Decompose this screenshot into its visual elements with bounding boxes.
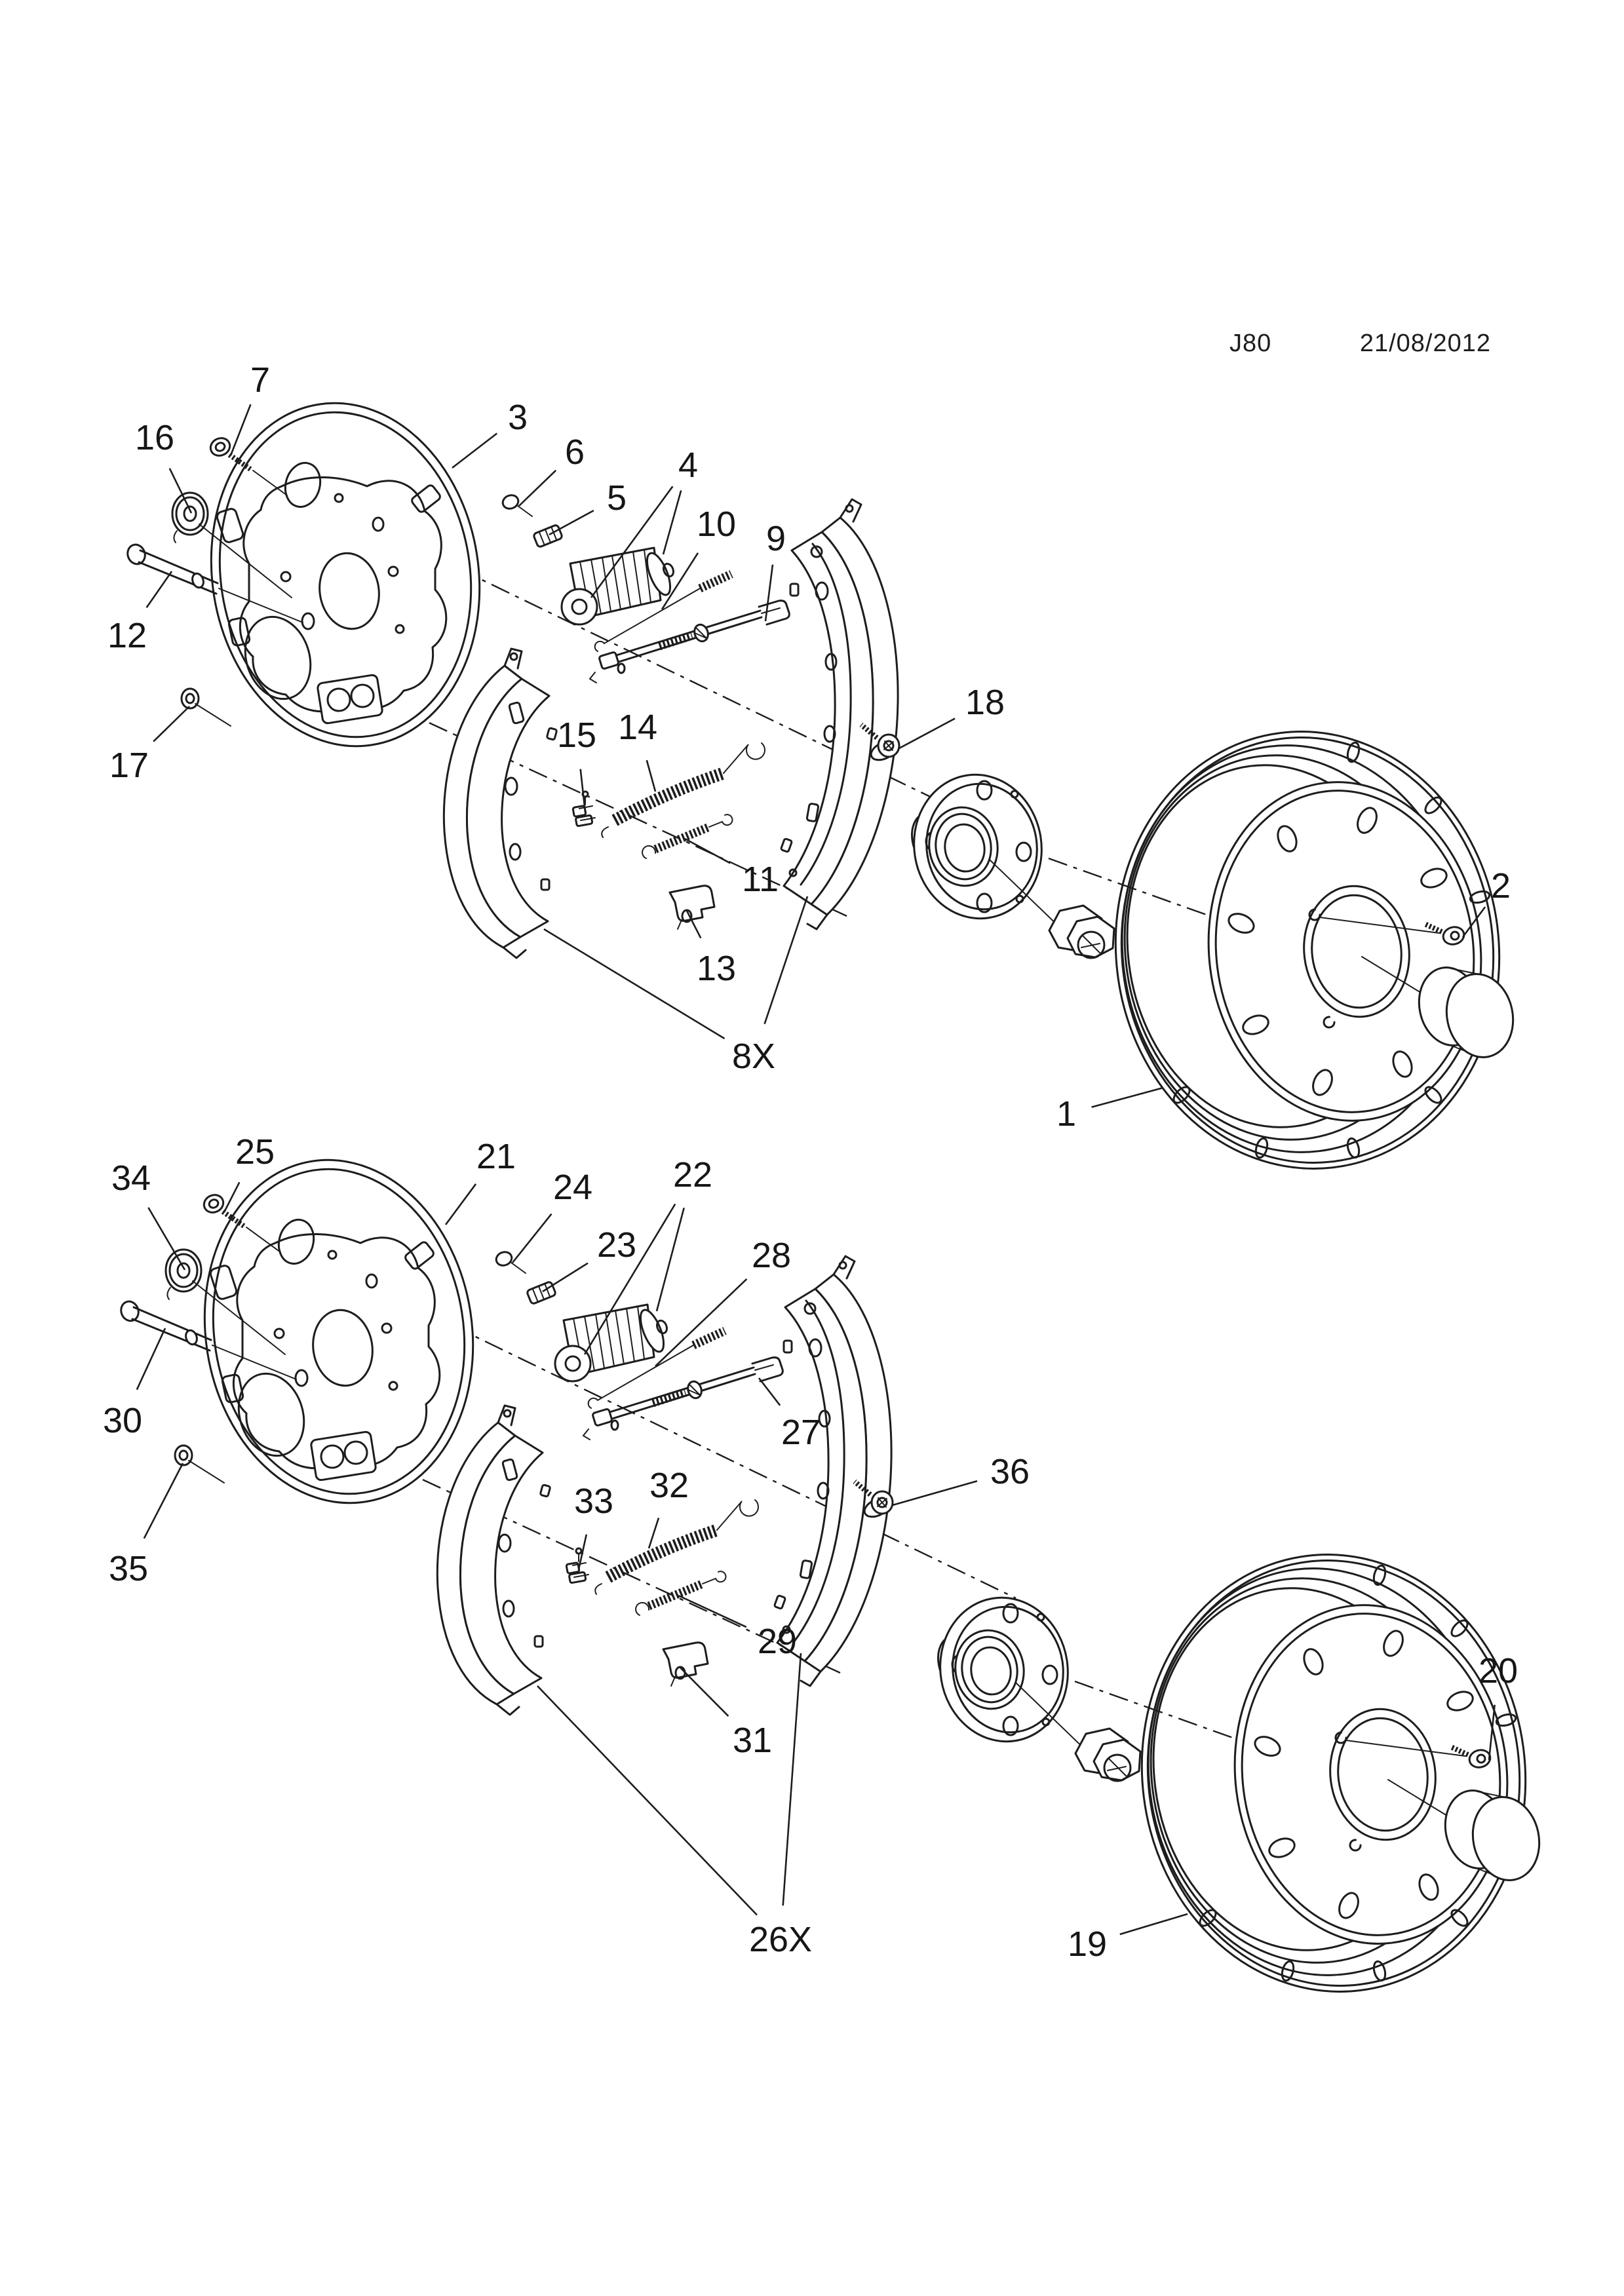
leader-line-32 xyxy=(648,1518,660,1549)
part-callout-17: 17 xyxy=(109,746,149,785)
part-callout-23: 23 xyxy=(597,1225,636,1265)
leader-line-15 xyxy=(579,769,587,813)
leader-line-33 xyxy=(577,1534,588,1570)
leader-line-5 xyxy=(549,509,594,536)
leader-line-31 xyxy=(680,1667,729,1717)
part-callout-24: 24 xyxy=(553,1168,592,1207)
part-callout-11: 11 xyxy=(742,860,779,899)
leader-line-28 xyxy=(655,1278,748,1367)
leader-line-11 xyxy=(684,837,731,864)
leader-line-13 xyxy=(686,910,702,939)
part-callout-10: 10 xyxy=(697,505,736,544)
leader-line-23 xyxy=(542,1262,589,1293)
leader-line-8X xyxy=(764,896,809,1025)
part-callout-33: 33 xyxy=(574,1482,613,1521)
leader-line-9 xyxy=(764,564,774,622)
part-callout-29: 29 xyxy=(758,1622,797,1661)
leader-line-25 xyxy=(223,1181,241,1213)
part-callout-8X: 8X xyxy=(732,1037,775,1076)
leader-line-3 xyxy=(452,432,498,469)
part-callout-5: 5 xyxy=(607,478,627,518)
part-callout-12: 12 xyxy=(107,616,147,655)
part-callout-9: 9 xyxy=(766,519,786,558)
part-callout-36: 36 xyxy=(990,1452,1030,1491)
upper-right-assembly xyxy=(904,710,1524,1191)
leader-line-1 xyxy=(1091,1086,1164,1108)
part-callout-7: 7 xyxy=(250,360,270,400)
leader-line-27 xyxy=(758,1377,781,1406)
leader-line-35 xyxy=(143,1463,184,1539)
part-callout-16: 16 xyxy=(135,418,174,457)
lower-right-assembly xyxy=(930,1533,1551,2014)
leader-line-6 xyxy=(518,469,557,507)
leader-line-22 xyxy=(583,1203,676,1355)
leader-line-36 xyxy=(892,1480,978,1506)
leader-line-2 xyxy=(1461,906,1486,938)
leader-line-12 xyxy=(145,571,173,609)
leader-line-24 xyxy=(511,1213,552,1263)
leader-line-21 xyxy=(444,1183,477,1225)
leader-line-34 xyxy=(147,1207,186,1271)
leader-line-10 xyxy=(661,552,699,610)
part-callout-13: 13 xyxy=(697,949,736,988)
part-callout-14: 14 xyxy=(618,708,657,747)
leader-line-17 xyxy=(153,706,190,742)
part-callout-35: 35 xyxy=(109,1549,148,1588)
leader-line-14 xyxy=(646,759,657,792)
leader-line-18 xyxy=(899,718,956,750)
leader-line-30 xyxy=(136,1328,166,1390)
part-callout-28: 28 xyxy=(752,1236,791,1275)
part-callout-22: 22 xyxy=(673,1155,712,1195)
leader-line-26X xyxy=(782,1653,802,1906)
part-callout-15: 15 xyxy=(557,716,596,755)
part-callout-30: 30 xyxy=(103,1401,142,1440)
leader-line-4 xyxy=(662,490,682,555)
leader-line-8X xyxy=(543,928,725,1040)
part-callout-34: 34 xyxy=(111,1158,151,1198)
lower-left-assembly xyxy=(119,1140,1016,1715)
leader-line-4 xyxy=(590,486,674,598)
part-callout-26X: 26X xyxy=(749,1920,812,1959)
leader-line-16 xyxy=(168,468,193,514)
part-callout-25: 25 xyxy=(235,1132,275,1172)
part-callout-19: 19 xyxy=(1068,1924,1107,1964)
part-callout-21: 21 xyxy=(476,1137,516,1176)
part-callout-27: 27 xyxy=(781,1413,821,1452)
part-callout-31: 31 xyxy=(733,1721,772,1760)
leader-line-26X xyxy=(537,1685,758,1916)
leader-line-22 xyxy=(655,1207,685,1312)
page-code: J80 xyxy=(1229,330,1272,357)
leader-line-20 xyxy=(1488,1704,1496,1761)
part-callout-20: 20 xyxy=(1479,1651,1518,1691)
leader-line-29 xyxy=(678,1594,747,1628)
leader-line-19 xyxy=(1119,1913,1188,1936)
part-callout-2: 2 xyxy=(1491,866,1511,906)
part-callout-32: 32 xyxy=(649,1466,689,1505)
part-callout-3: 3 xyxy=(508,398,528,437)
part-callout-18: 18 xyxy=(965,683,1005,722)
part-callout-4: 4 xyxy=(678,446,698,485)
page-date: 21/08/2012 xyxy=(1359,330,1491,357)
part-callout-6: 6 xyxy=(565,432,585,472)
leader-line-7 xyxy=(229,404,252,456)
part-callout-1: 1 xyxy=(1056,1094,1076,1134)
